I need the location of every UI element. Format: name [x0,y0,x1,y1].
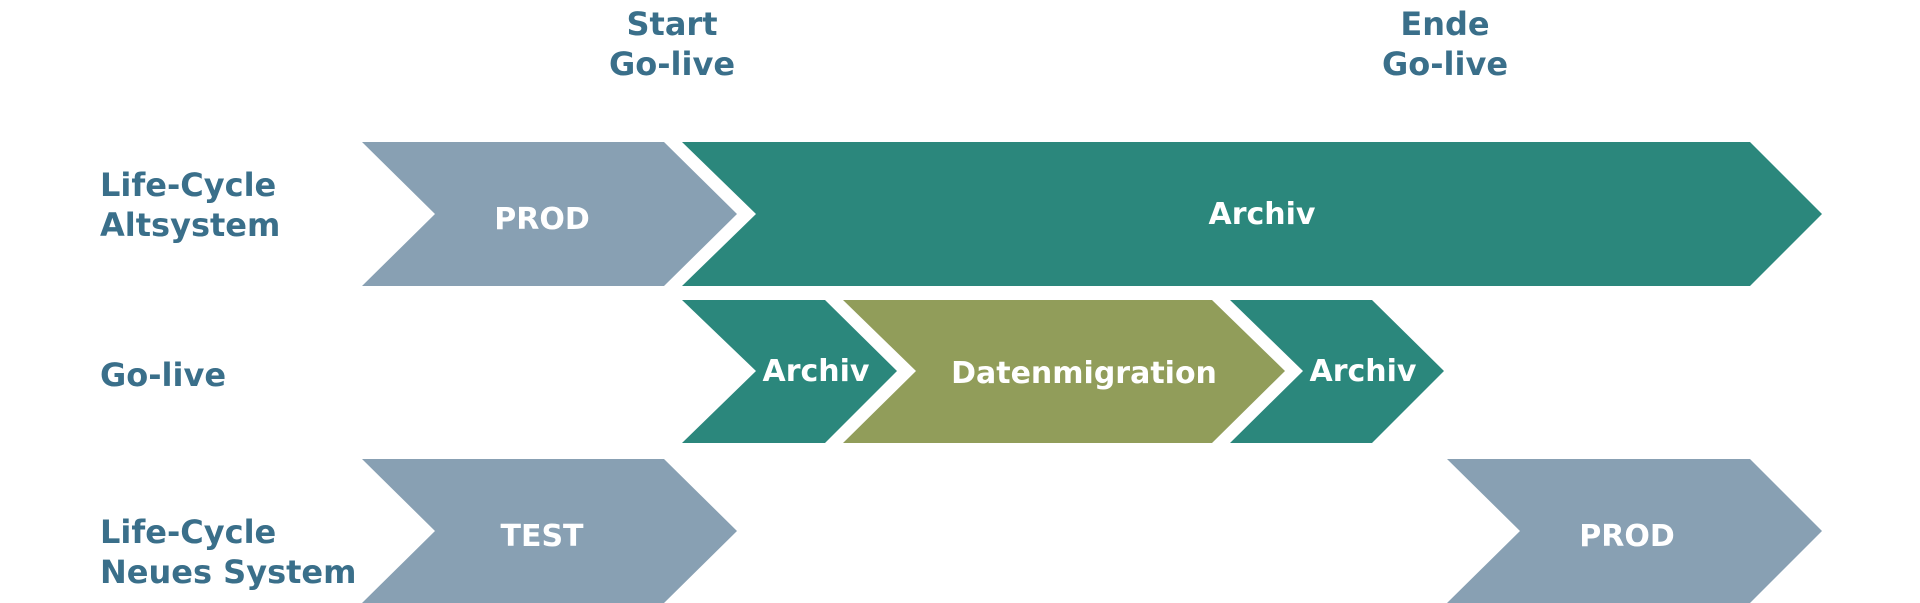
header-start-line2: Go-live [609,45,735,83]
arrow-neu-prod-label: PROD [1579,519,1675,554]
arrow-alt-archiv [682,142,1822,286]
row-label-altsystem: Life-Cycle Altsystem [100,166,280,244]
arrow-golive-archiv-1-label: Archiv [763,354,870,389]
arrow-golive-datenmigration-label: Datenmigration [951,356,1217,391]
row-altsystem-line1: Life-Cycle [100,166,276,204]
header-ende-line2: Go-live [1382,45,1508,83]
row-neues-line2: Neues System [100,553,356,591]
row-golive-line1: Go-live [100,356,226,394]
arrow-alt-prod-label: PROD [494,202,590,237]
arrow-alt-archiv-label: Archiv [1209,197,1316,232]
arrow-neu-test [362,459,737,603]
arrow-golive-archiv-2-label: Archiv [1310,354,1417,389]
arrow-golive-archiv-1 [682,300,897,443]
arrow-neu-test-label: TEST [500,519,584,554]
arrow-golive-datenmigration [843,300,1285,443]
row-label-golive: Go-live [100,356,226,394]
header-ende-line1: Ende [1400,5,1489,43]
arrow-neu-prod [1447,459,1822,603]
header-start-line1: Start [626,5,717,43]
header-start-go-live: Start Go-live [609,5,735,83]
row-label-neues-system: Life-Cycle Neues System [100,513,356,591]
arrow-alt-prod [362,142,737,286]
row-altsystem-line2: Altsystem [100,206,280,244]
header-ende-go-live: Ende Go-live [1382,5,1508,83]
row-neues-line1: Life-Cycle [100,513,276,551]
arrow-golive-archiv-2 [1230,300,1444,443]
